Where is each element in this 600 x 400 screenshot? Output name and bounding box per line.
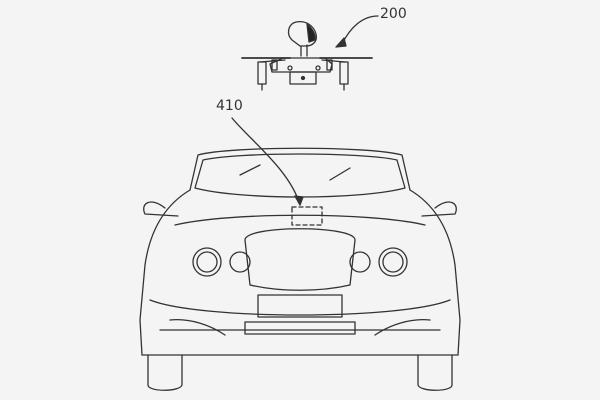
drone-reference-label: 200 xyxy=(380,6,407,22)
sensor-410 xyxy=(291,206,323,226)
mirror-left xyxy=(143,201,179,217)
sensor-leader-line xyxy=(231,117,301,206)
license-plate xyxy=(257,294,343,318)
car-roof xyxy=(189,147,411,191)
drone xyxy=(241,15,379,91)
hood xyxy=(174,214,426,226)
grille xyxy=(244,228,356,291)
wheel-left xyxy=(147,354,183,391)
mirror-right xyxy=(421,201,457,217)
bumper xyxy=(149,299,451,331)
sensor-reference-label: 410 xyxy=(216,98,243,114)
car xyxy=(139,117,461,391)
drone-leader-line xyxy=(341,15,379,45)
windshield xyxy=(194,153,406,198)
drone-arrowhead xyxy=(335,37,347,48)
drone-camera-head xyxy=(287,20,318,47)
wheel-right xyxy=(417,354,453,391)
car-body xyxy=(139,189,461,356)
headlight xyxy=(192,247,222,277)
sensor-arrowhead xyxy=(294,195,304,206)
